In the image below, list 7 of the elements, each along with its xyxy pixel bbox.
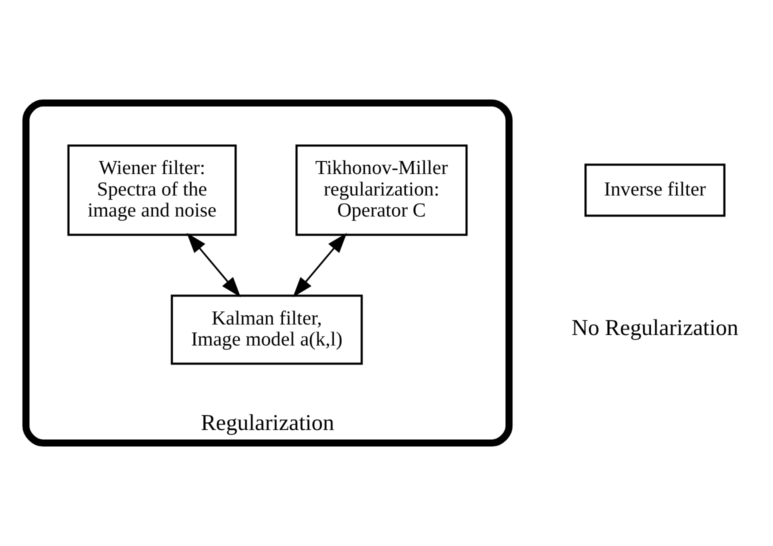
label: No Regularization bbox=[572, 315, 738, 340]
node-box: Kalman filter, Image model a(k,l) bbox=[170, 294, 363, 365]
node-box: Wiener filter: Spectra of the image and noise bbox=[67, 144, 237, 236]
arrow bbox=[292, 232, 347, 298]
node-box: Inverse filter bbox=[584, 164, 726, 217]
arrow bbox=[186, 232, 241, 298]
node-box: Tikhonov-Miller regularization: Operator C bbox=[295, 144, 468, 236]
